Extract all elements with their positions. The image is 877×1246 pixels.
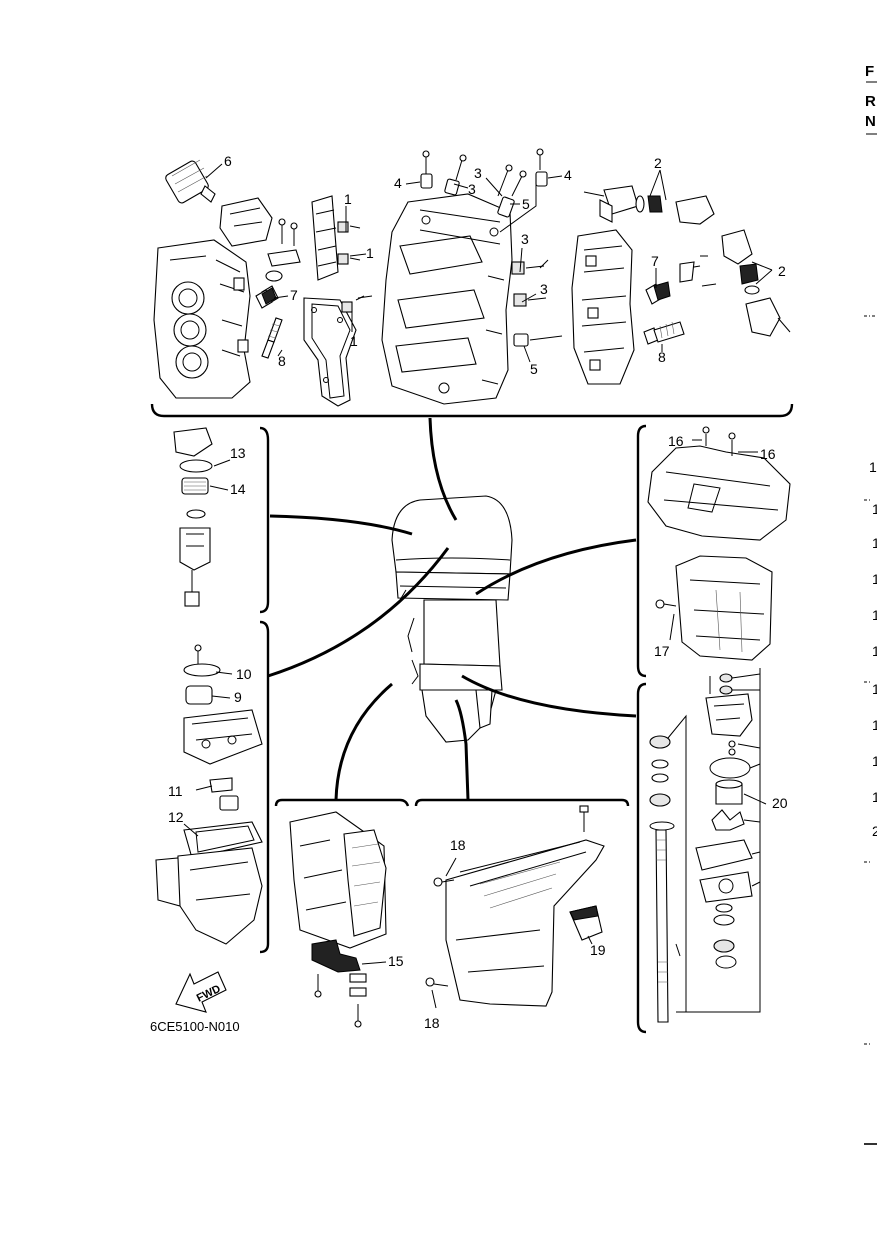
callout-2a: 2	[654, 155, 662, 171]
callout-8b: 8	[658, 349, 666, 365]
callout-5b: 5	[530, 361, 538, 377]
cylinder-head-right	[571, 229, 635, 385]
callout-1c: 1	[350, 333, 358, 349]
top-section-bracket	[150, 403, 794, 418]
right-bracket-upper	[636, 424, 647, 678]
edge-num-5: 1	[872, 607, 877, 623]
callout-10: 10	[236, 666, 252, 682]
callout-15: 15	[388, 953, 404, 969]
callout-12: 12	[168, 809, 184, 825]
right-bracket-lower	[636, 682, 647, 1034]
powerhead-section: 6 1 1 1 4 4 3 3 3 3 5 5 2 2 7 7 8 8	[150, 148, 794, 418]
callout-16a: 16	[668, 433, 684, 449]
callout-3b: 3	[468, 181, 476, 197]
oil-filter	[165, 159, 273, 247]
edge-num-4: 1	[872, 571, 877, 587]
callout-3d: 3	[540, 281, 548, 297]
callout-1a: 1	[344, 191, 352, 207]
callout-14: 14	[230, 481, 246, 497]
leader-lines-top	[205, 163, 773, 363]
cylinder-head-left	[153, 239, 251, 399]
callout-5a: 5	[522, 196, 530, 212]
callout-18b: 18	[424, 1015, 440, 1031]
exhaust-cover-gasket	[303, 297, 357, 407]
lower-unit-section: 19 18 18	[414, 798, 630, 1031]
water-pump-section: 20	[636, 668, 788, 1034]
edge-num-8: 1	[872, 717, 877, 733]
edge-char-r: R	[865, 93, 876, 110]
callout-7a: 7	[290, 287, 298, 303]
thermostat-cover-upper	[583, 185, 715, 225]
fwd-arrow: FWD	[175, 971, 227, 1013]
edge-num-11: 2	[872, 823, 877, 839]
page-edge-right: F R N 1 1 1 1 1 1 1 1 1 1 2	[864, 63, 877, 1145]
callout-3c: 3	[521, 231, 529, 247]
diagram-code: 6CE5100-N010	[150, 1019, 240, 1034]
bottom-center-bracket	[414, 798, 630, 807]
callout-18a: 18	[450, 837, 466, 853]
callout-16b: 16	[760, 446, 776, 462]
edge-char-f: F	[865, 63, 874, 80]
temp-sensor-left	[255, 287, 277, 309]
edge-num-2: 1	[872, 501, 877, 517]
callout-13: 13	[230, 445, 246, 461]
callout-2b: 2	[778, 263, 786, 279]
callout-4b: 4	[564, 167, 572, 183]
left-bracket-lower	[259, 620, 270, 954]
spark-plug-left	[261, 317, 283, 359]
cylinder-block	[381, 193, 513, 405]
callout-11: 11	[168, 783, 183, 799]
oil-pan-section: 16 16 17	[636, 424, 791, 678]
callout-1b: 1	[366, 245, 374, 261]
edge-num-10: 1	[872, 789, 877, 805]
callout-3a: 3	[474, 165, 482, 181]
connector-lines	[267, 417, 637, 801]
callout-6: 6	[224, 153, 232, 169]
bracket-section: 15	[274, 798, 410, 1028]
callouts-top: 6 1 1 1 4 4 3 3 3 3 5 5 2 2 7 7 8 8	[224, 153, 786, 377]
edge-num-6: 1	[872, 643, 877, 659]
edge-num-7: 1	[872, 681, 877, 697]
callout-7b: 7	[651, 253, 659, 269]
outboard-motor-silhouette	[391, 495, 513, 743]
callout-17: 17	[654, 643, 670, 659]
callout-19: 19	[590, 942, 606, 958]
edge-char-n: N	[865, 113, 876, 130]
edge-num-1: 1	[869, 459, 877, 475]
temp-sensor-and-plug-right	[643, 281, 685, 345]
thermostat-cover-lower	[679, 229, 791, 337]
block-bolts	[357, 148, 563, 347]
left-bracket-upper	[259, 426, 270, 614]
edge-num-9: 1	[872, 753, 877, 769]
callout-4a: 4	[394, 175, 402, 191]
bottom-left-bracket	[274, 798, 410, 807]
callout-8a: 8	[278, 353, 286, 369]
fuel-filter-section: 13 14	[173, 426, 270, 614]
edge-num-3: 1	[872, 535, 877, 551]
callout-9: 9	[234, 689, 242, 705]
callout-20: 20	[772, 795, 788, 811]
intake-manifold-strip	[311, 195, 365, 313]
vapor-separator-section: 10 9 11 12	[155, 620, 270, 954]
